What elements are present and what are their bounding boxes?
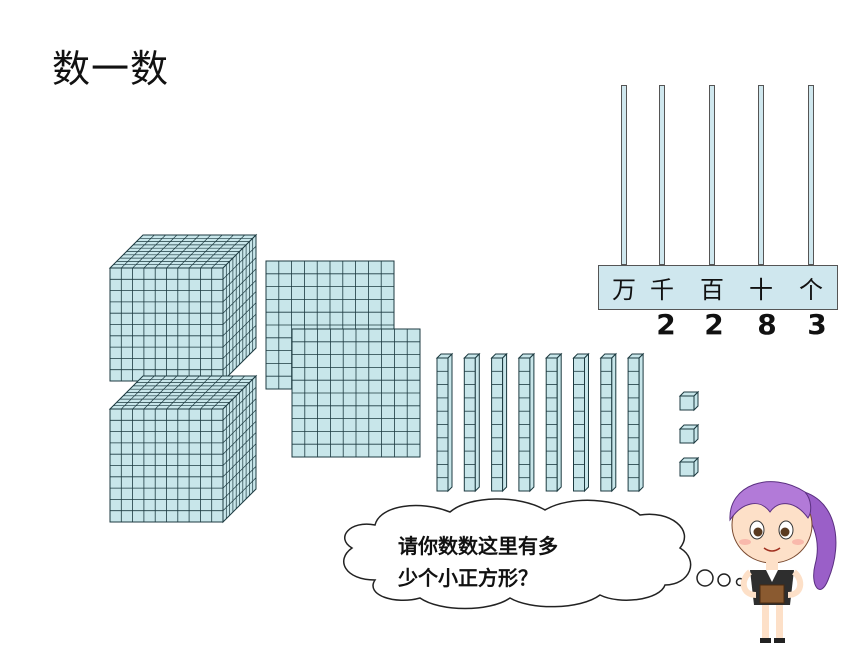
thousand-cube: [108, 233, 258, 383]
ten-rod: [572, 352, 590, 493]
one-cube: [678, 423, 700, 445]
rod-wan: [621, 85, 627, 265]
ten-rod: [599, 352, 618, 493]
ten-rod: [435, 352, 454, 493]
place-label-shi: 十: [749, 276, 773, 304]
speech-bubble-text: 请你数数这里有多 少个小正方形？: [398, 530, 638, 594]
place-label-wan: 万: [612, 276, 636, 304]
rod-qian: [659, 85, 665, 265]
speech-line-2: 少个小正方形？: [398, 566, 538, 590]
place-label-qian: 千: [650, 276, 674, 304]
ten-rod: [463, 352, 481, 493]
ten-rod: [517, 352, 536, 493]
ten-rod: [490, 352, 508, 493]
one-cube: [678, 390, 700, 412]
thousand-cube: [108, 374, 258, 524]
digit-shi: 8: [757, 308, 777, 341]
place-label-bai: 百: [700, 276, 724, 304]
rod-shi: [758, 85, 764, 265]
ten-rod: [544, 352, 563, 493]
one-cube: [678, 456, 700, 478]
girl-character-illustration: [729, 481, 837, 643]
place-label-ge: 个: [799, 276, 823, 304]
digit-ge: 3: [807, 308, 827, 341]
digit-qian: 2: [656, 308, 676, 341]
speech-line-1: 请你数数这里有多: [398, 534, 558, 558]
rod-bai: [709, 85, 715, 265]
abacus-frame: [598, 265, 838, 310]
rod-ge: [808, 85, 814, 265]
ten-rod: [626, 352, 645, 493]
digit-bai: 2: [704, 308, 724, 341]
page-title: 数一数: [52, 47, 170, 91]
hundred-flat: [291, 328, 421, 458]
